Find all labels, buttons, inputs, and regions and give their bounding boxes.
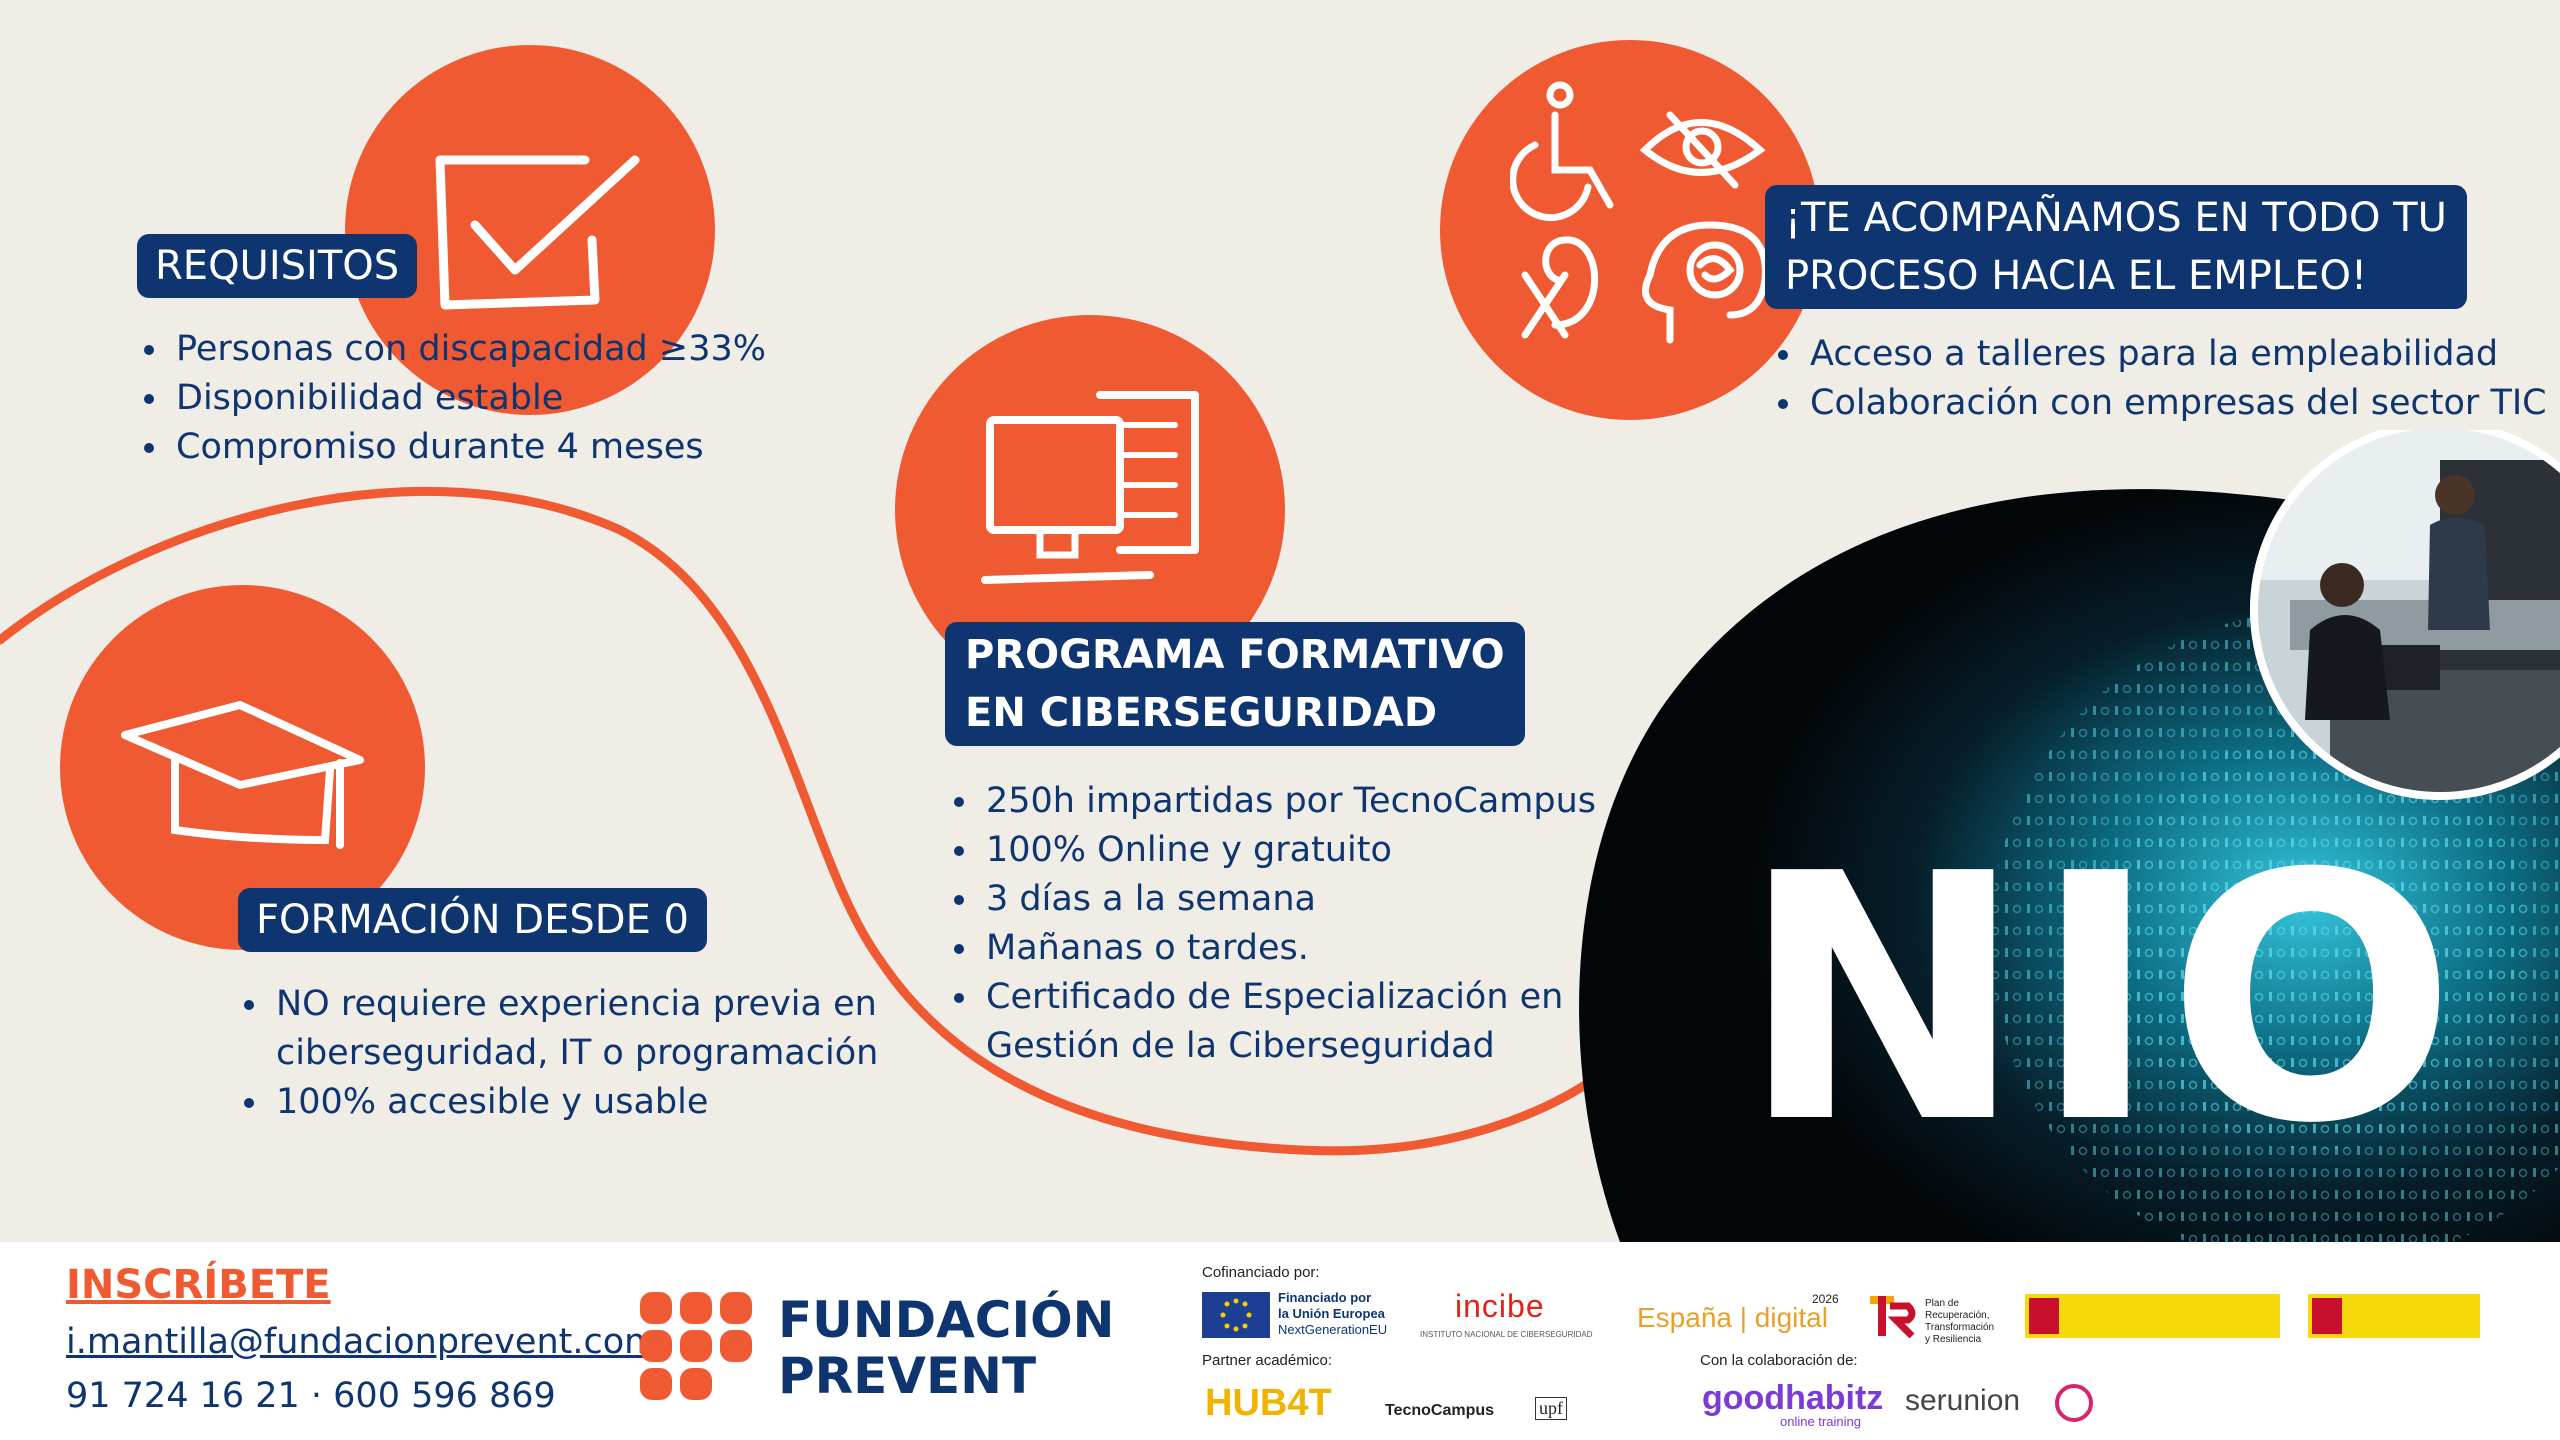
brand-name: FUNDACIÓN PREVENT [778,1291,1115,1405]
colaboracion-label: Con la colaboración de: [1700,1352,1858,1369]
gobierno-espana-logo-1 [2025,1294,2280,1338]
eye-off-icon [1639,111,1766,189]
acompanamos-circle [1440,40,1820,420]
cofinanciado-label: Cofinanciado por: [1202,1264,1320,1281]
list-item: 250h impartidas por TecnoCampus [950,777,1596,826]
office-photo [2250,430,2560,800]
checkbox-icon [435,155,640,310]
partner-label: Partner académico: [1202,1352,1333,1369]
list-item: NO requiere experiencia previa en [240,980,878,1029]
eu-flag-icon [1202,1292,1270,1338]
list-item: Compromiso durante 4 meses [140,423,766,472]
decorative-curve [0,486,1625,1156]
email-link[interactable]: i.mantilla@fundacionprevent.com [66,1322,659,1362]
list-item: Acceso a talleres para la empleabilidad [1774,330,2547,379]
espana-digital-logo: España | digital [1637,1302,1828,1333]
accessibility-icons [1510,81,1769,344]
acompanamos-list: Acceso a talleres para la empleabilidad … [1774,330,2547,428]
list-item: 100% Online y gratuito [950,826,1596,875]
nio-logo: NIO [1740,802,2465,1198]
phone-numbers: 91 724 16 21 · 600 596 869 [66,1376,556,1416]
ear-off-icon [1521,236,1599,339]
formacion-list: NO requiere experiencia previa en cibers… [240,980,878,1127]
wheelchair-icon [1510,81,1614,222]
brain-head-icon [1642,221,1769,344]
goodhabitz-logo: goodhabitz [1702,1379,1884,1417]
upf-logo: upf [1535,1397,1567,1420]
goodhabitz-subtitle: online training [1780,1414,1861,1429]
list-item-continuation: Gestión de la Ciberseguridad [986,1026,1495,1066]
list-item: Personas con discapacidad ≥33% [140,325,766,374]
requisitos-circle [345,45,715,415]
gobierno-espana-logo-2 [2308,1294,2480,1338]
footer: INSCRÍBETE i.mantilla@fundacionprevent.c… [0,1242,2560,1440]
incibe-logo: incibe [1455,1288,1545,1324]
tecnocampus-logo: TecnoCampus [1385,1402,1495,1419]
requisitos-list: Personas con discapacidad ≥33% Disponibi… [140,325,766,472]
list-item: Certificado de Especialización en [950,973,1596,1022]
prtr-text: Plan de Recuperación, Transformación y R… [1925,1298,1995,1345]
prtr-logo-icon [1868,1294,1918,1339]
incibe-subtitle: INSTITUTO NACIONAL DE CIBERSEGURIDAD [1420,1330,1593,1339]
acompanamos-title: ¡TE ACOMPAÑAMOS EN TODO TU PROCESO HACIA… [1765,185,2467,309]
list-item: 3 días a la semana [950,875,1596,924]
programa-list: 250h impartidas por TecnoCampus 100% Onl… [950,777,1596,1071]
espana-year: 2026 [1812,1292,1839,1306]
computer-icon [981,391,1199,584]
list-item: 100% accesible y usable [240,1078,878,1127]
serunion-mark-icon [2055,1384,2093,1422]
list-item: Disponibilidad estable [140,374,766,423]
serunion-logo: serunion [1905,1384,2021,1417]
prevent-logo-icon [640,1292,752,1400]
hub4t-logo: HUB4T [1205,1382,1332,1424]
formacion-title: FORMACIÓN DESDE 0 [238,888,708,952]
requisitos-title: REQUISITOS [137,234,418,298]
list-item-continuation: ciberseguridad, IT o programación [276,1033,879,1073]
eu-text: Financiado por la Unión Europea NextGene… [1278,1290,1388,1337]
list-item: Mañanas o tardes. [950,924,1596,973]
list-item: Colaboración con empresas del sector TIC [1774,379,2547,428]
inscribete-link[interactable]: INSCRÍBETE [66,1262,331,1308]
graduation-cap-icon [121,701,364,849]
programa-title: PROGRAMA FORMATIVO EN CIBERSEGURIDAD [945,622,1525,746]
